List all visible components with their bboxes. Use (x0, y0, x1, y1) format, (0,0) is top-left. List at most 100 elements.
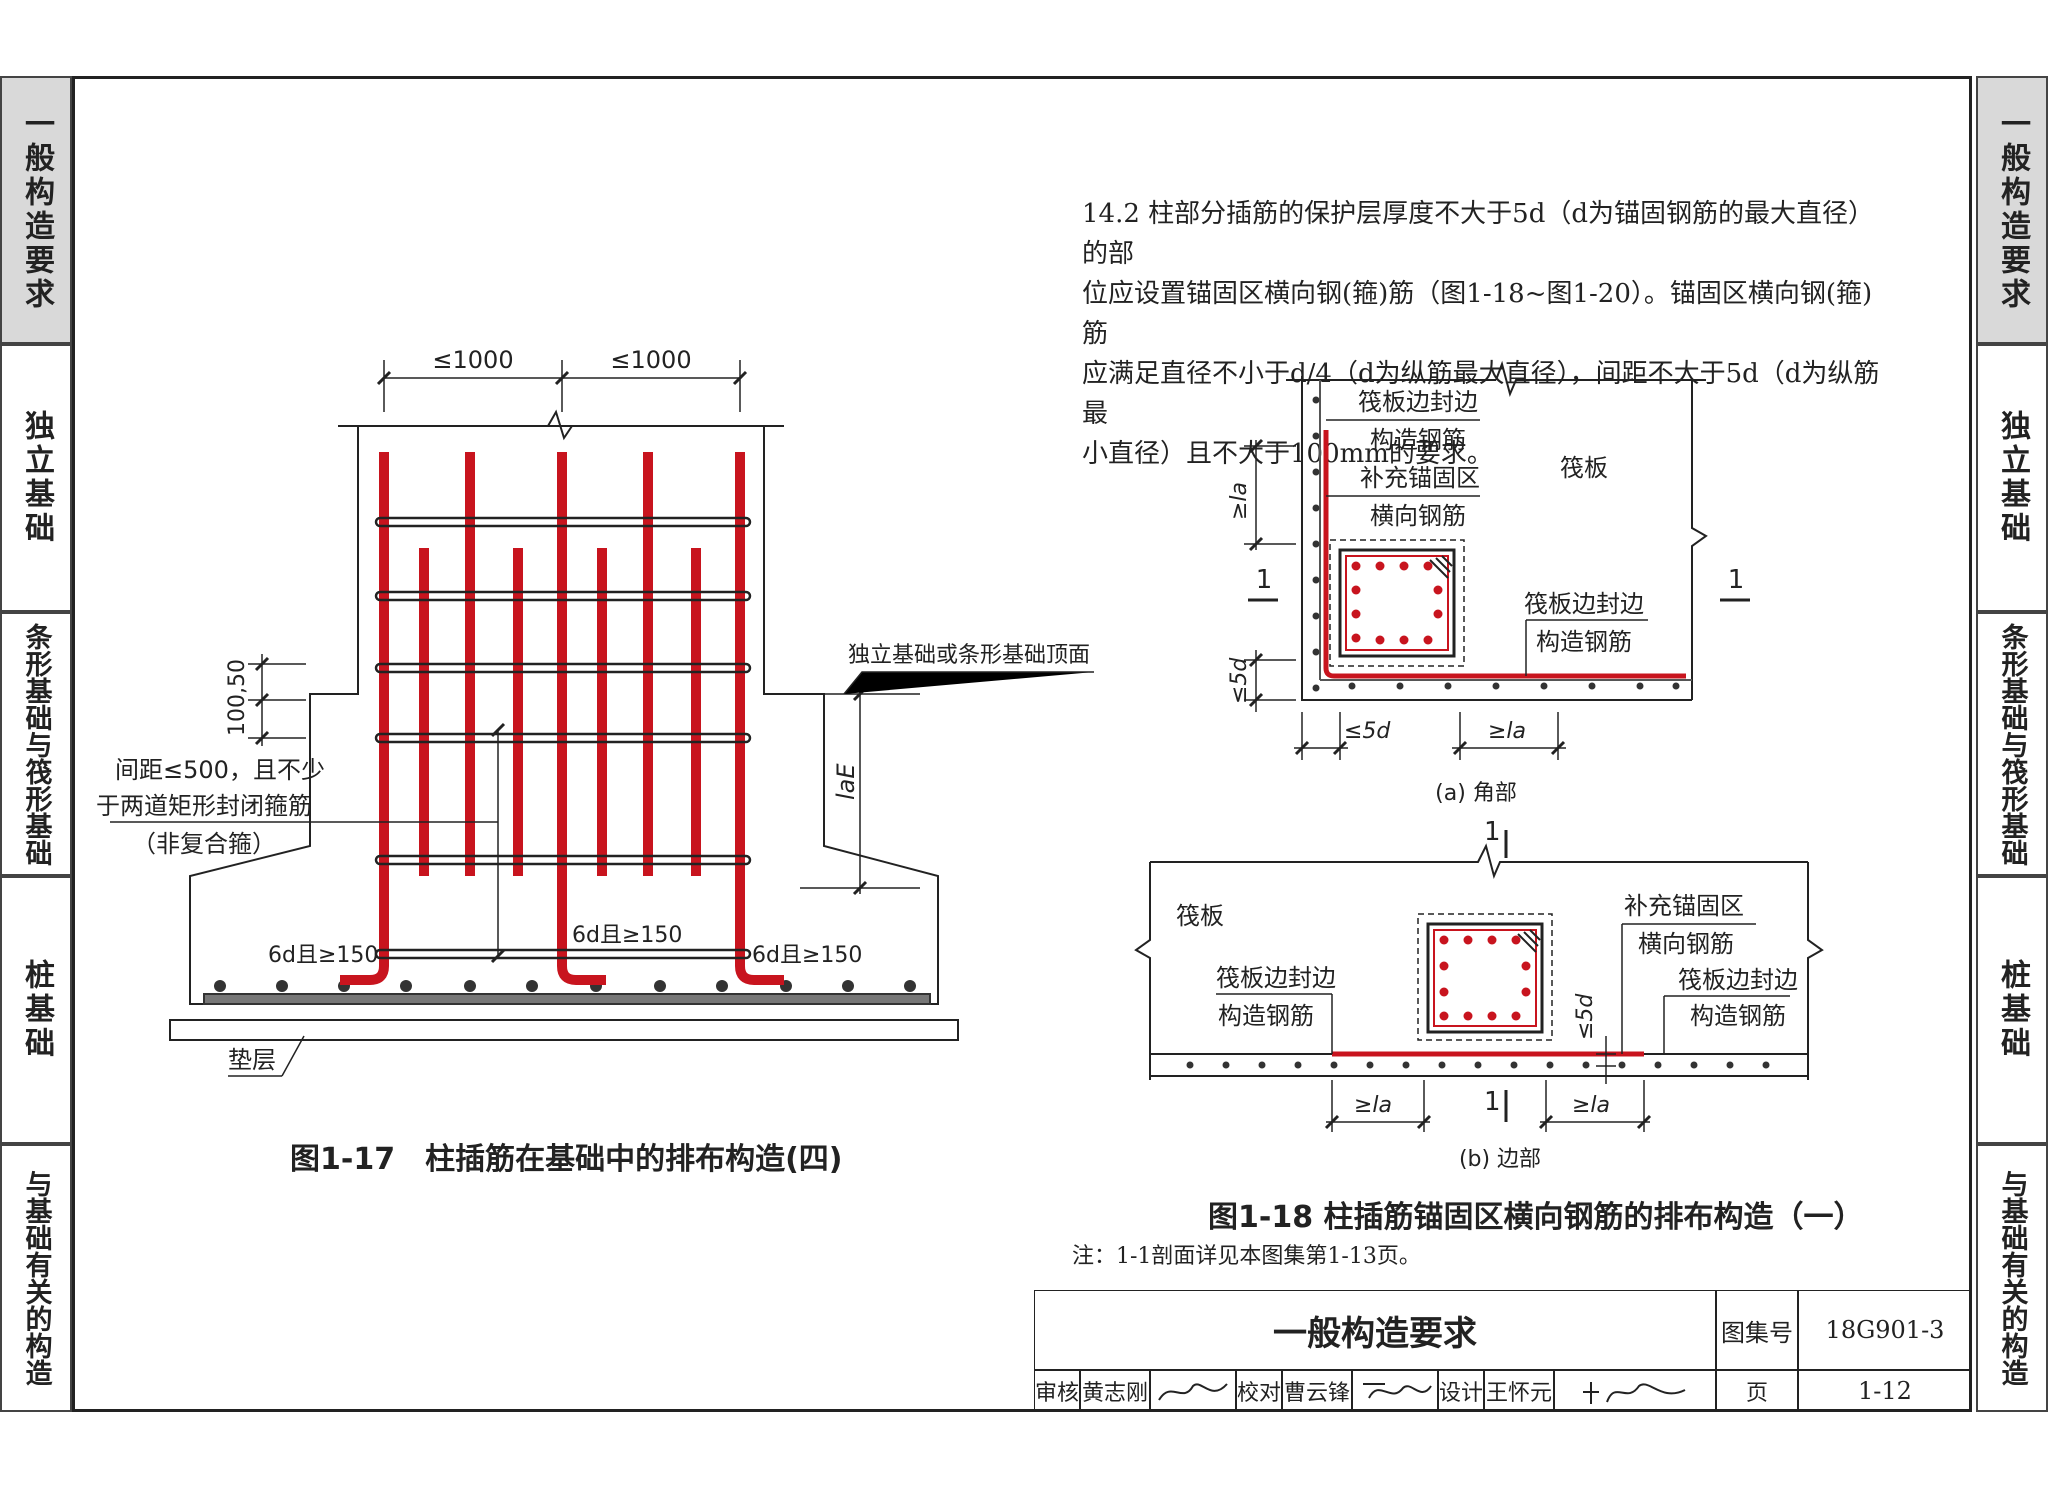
fig18a-extra-rebar (1323, 430, 1686, 679)
fig18a-leaders (1326, 419, 1648, 676)
fig18b-edge-left-1: 筏板边封边 (1216, 964, 1336, 992)
fig17-bottom-bars (214, 980, 916, 992)
fig18b-edge-dots (1186, 1061, 1770, 1069)
side-tab-label: 一般构造要求 (1995, 108, 2030, 312)
fig18b-leaders (1216, 923, 1790, 1054)
design-name: 王怀元 (1484, 1370, 1554, 1412)
fig18a-extra-label-2: 横向钢筋 (1370, 502, 1466, 530)
fig18a-raft-label: 筏板 (1560, 454, 1608, 482)
fig18b-section-mark-bottom: 1 (1484, 1087, 1501, 1117)
fig18b-extra-label-2: 横向钢筋 (1638, 930, 1734, 958)
fig18a-vdims (1244, 438, 1296, 712)
fig18b-edge-right-1: 筏板边封边 (1678, 966, 1798, 994)
note-line: 位应设置锚固区横向钢(箍)筋（图1-18~图1-20）。锚固区横向钢(箍)筋 (1082, 279, 1873, 349)
fig18a-edge2-label-2: 构造钢筋 (1536, 628, 1632, 656)
fig17-hook-mid: 6d且≥150 (572, 923, 682, 948)
fig18b-dim-5d: ≤5d (1573, 993, 1598, 1040)
fig18a-edge-dots (1312, 396, 1680, 692)
fig18a-edge2-label-1: 筏板边封边 (1524, 590, 1644, 618)
note-paragraph: 14.2 柱部分插筋的保护层厚度不大于5d（d为锚固钢筋的最大直径）的部 位应设… (1082, 194, 1882, 474)
fig18a-column (1329, 539, 1465, 667)
fig17-stirrup-note-1: 间距≤500，且不少 (115, 756, 325, 784)
drawing-frame (72, 76, 1972, 1412)
side-tab-label: 桩基础 (1995, 959, 2030, 1061)
side-tab-right-strip-raft[interactable]: 条形基础与筏形基础 (1976, 612, 2048, 876)
fig18a-dim-5d-v: ≤5d (1227, 657, 1252, 704)
fig18-caption: 图1-18 柱插筋锚固区横向钢筋的排布构造（一） (1208, 1200, 1864, 1235)
title-block: 一般构造要求 图集号 18G901-3 审核 黄志刚 校对 曹云锋 设计 王怀元… (1034, 1290, 1972, 1412)
rebar-center (557, 452, 606, 985)
fig17-dim-spacing: 100,50 (225, 659, 250, 736)
design-signature (1554, 1370, 1716, 1412)
fig17-stirrup-note-2: 于两道矩形封闭箍筋 (96, 792, 312, 820)
fig18a-subcaption: (a) 角部 (1435, 781, 1517, 806)
rebar-corner-right (735, 452, 784, 985)
side-tab-label: 条形基础与筏形基础 (20, 622, 52, 866)
design-label: 设计 (1438, 1370, 1484, 1412)
fig18b-slab (1134, 843, 1824, 1080)
fig18a-dim-5d-h: ≤5d (1344, 719, 1391, 744)
fig18a-hdims (1294, 712, 1566, 760)
side-tab-label: 桩基础 (19, 959, 54, 1061)
side-tab-left-general[interactable]: 一般构造要求 (0, 76, 72, 344)
fig18b-column-bars (1439, 935, 1531, 1021)
side-tab-label: 与基础有关的构造 (1996, 1170, 2028, 1386)
fig18a-slab (1286, 360, 1708, 701)
fig17-top-surface-label: 独立基础或条形基础顶面 (848, 643, 1090, 668)
side-tab-left-isolated[interactable]: 独立基础 (0, 344, 72, 612)
footnote: 注：1-1剖面详见本图集第1-13页。 (1072, 1244, 1421, 1269)
fig17-laE-dim (800, 671, 1094, 896)
fig18b-subcaption: (b) 边部 (1459, 1147, 1541, 1172)
check-name: 曹云锋 (1282, 1370, 1352, 1412)
fig18a-section-mark-left: 1 (1256, 565, 1273, 595)
note-line: 小直径）且不大于100mm的要求。 (1082, 439, 1493, 469)
check-signature (1352, 1370, 1438, 1412)
review-label: 审核 (1034, 1370, 1080, 1412)
fig17-dim-top-left: ≤1000 (432, 346, 513, 374)
fig18b-dim-la-right: ≥la (1572, 1093, 1610, 1118)
fig17-cushion-label: 垫层 (228, 1046, 276, 1074)
check-label: 校对 (1236, 1370, 1282, 1412)
side-tab-right-general[interactable]: 一般构造要求 (1976, 76, 2048, 344)
fig17-cushion-leader (228, 1035, 305, 1077)
fig17-stirrup-leader (110, 722, 506, 964)
fig18b-edge-right-2: 构造钢筋 (1690, 1002, 1786, 1030)
side-tab-right-related[interactable]: 与基础有关的构造 (1976, 1144, 2048, 1412)
fig17-caption: 图1-17 柱插筋在基础中的排布构造(四) (290, 1142, 843, 1177)
fig17-spacing-dim (248, 654, 306, 746)
side-tab-label: 独立基础 (19, 410, 54, 546)
fig18a-column-bars (1351, 561, 1443, 645)
side-tab-left-related[interactable]: 与基础有关的构造 (0, 1144, 72, 1412)
fig18b-raft-label: 筏板 (1176, 902, 1224, 930)
page-number: 1-12 (1798, 1370, 1972, 1412)
fig18a-edge-label-1: 筏板边封边 (1358, 388, 1478, 416)
atlas-label: 图集号 (1716, 1290, 1798, 1370)
rebar-corner-left (340, 452, 389, 985)
note-line: 应满足直径不小于d/4（d为纵筋最大直径），间距不大于5d（d为纵筋最 (1082, 359, 1880, 429)
page-label: 页 (1716, 1370, 1798, 1412)
review-name: 黄志刚 (1080, 1370, 1150, 1412)
title-block-title: 一般构造要求 (1034, 1290, 1716, 1370)
side-tab-label: 独立基础 (1995, 410, 2030, 546)
fig17-rebars (340, 452, 784, 985)
side-tab-right-pile[interactable]: 桩基础 (1976, 876, 2048, 1144)
fig17-hook-left: 6d且≥150 (268, 943, 378, 968)
fig18b-column (1417, 913, 1553, 1041)
fig17-top-dims (376, 360, 748, 412)
fig17-dim-top-right: ≤1000 (610, 346, 691, 374)
side-tab-label: 一般构造要求 (19, 108, 54, 312)
side-tab-left-pile[interactable]: 桩基础 (0, 876, 72, 1144)
fig17-stirrup-note-3: （非复合箍） (132, 830, 276, 858)
fig18b-extra-label-1: 补充锚固区 (1624, 892, 1744, 920)
review-signature (1150, 1370, 1236, 1412)
side-tab-right-isolated[interactable]: 独立基础 (1976, 344, 2048, 612)
note-line: 14.2 柱部分插筋的保护层厚度不大于5d（d为锚固钢筋的最大直径）的部 (1082, 199, 1874, 269)
fig18a-dim-la-h: ≥la (1488, 719, 1526, 744)
side-tab-left-strip-raft[interactable]: 条形基础与筏形基础 (0, 612, 72, 876)
fig18a-section-mark-right: 1 (1728, 565, 1745, 595)
fig17-laE-label: laE (832, 763, 860, 800)
fig18b-section-mark-top: 1 (1484, 817, 1501, 847)
side-tab-label: 条形基础与筏形基础 (1996, 622, 2028, 866)
fig17-stirrups (374, 516, 752, 960)
